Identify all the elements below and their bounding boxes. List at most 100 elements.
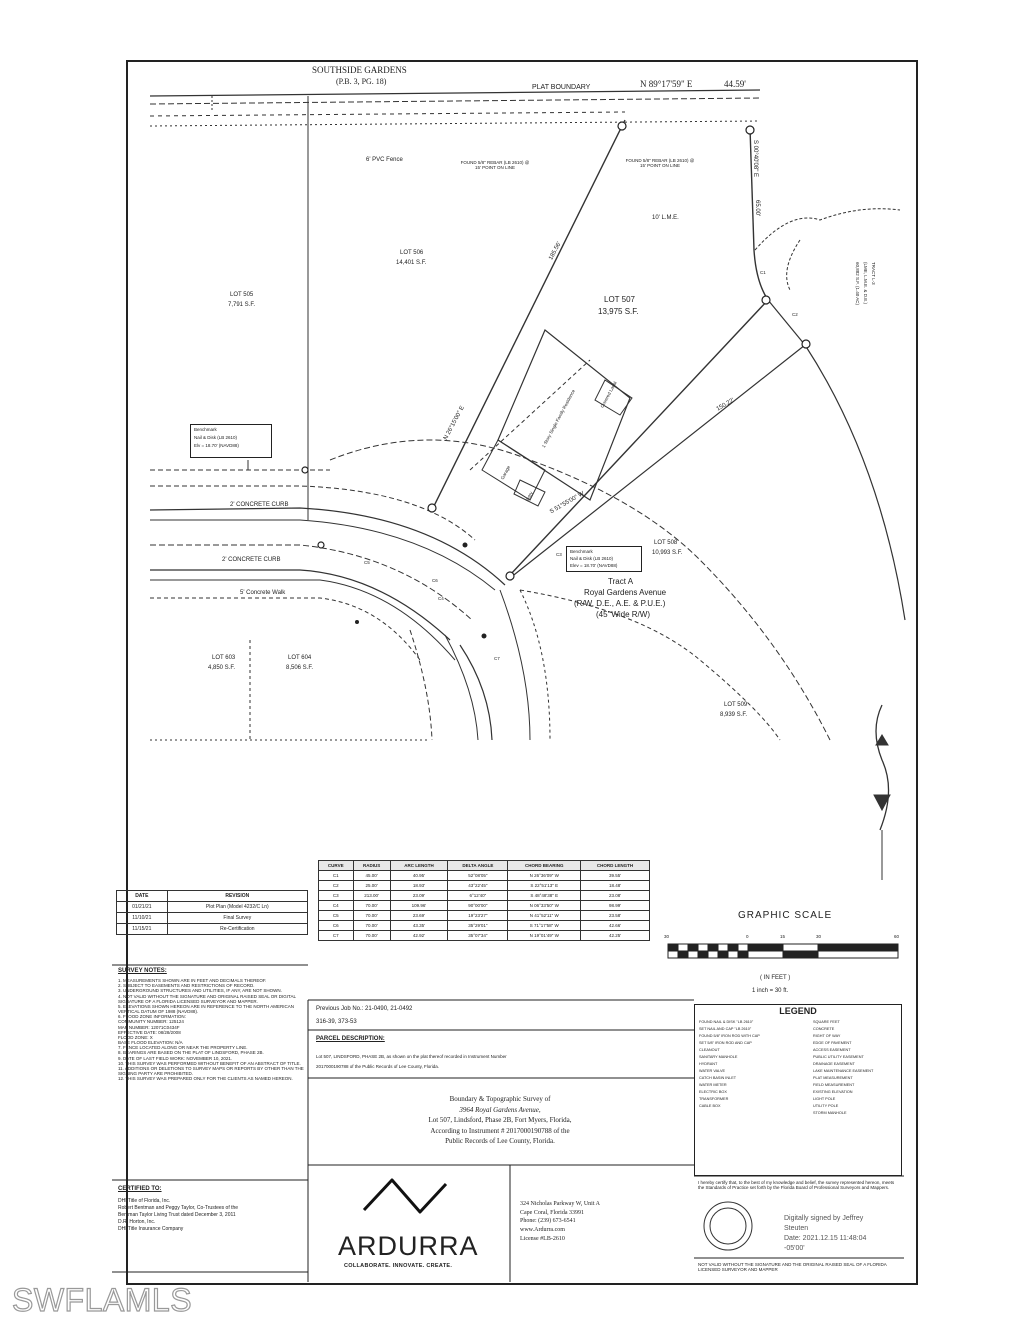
benchmark-2-elev: Elev = 18.70' (NAVD88)	[570, 563, 618, 568]
certified-party: D.R. Horton, Inc.	[118, 1219, 156, 1225]
digital-signature: Digitally signed by Jeffrey Steuten Date…	[784, 1214, 866, 1255]
table-cell: 70.00'	[352, 910, 391, 921]
survey-note: 2. SUBJECT TO EASEMENTS AND RESTRICTIONS…	[118, 983, 255, 989]
legend-item: CABLE BOX	[699, 1104, 721, 1108]
legend-item: EXISTING ELEVATION	[813, 1090, 853, 1094]
table-cell: 43.35'	[389, 920, 449, 931]
table-cell: 35°07'34"	[447, 930, 509, 941]
table-cell: S 48°48'38" E	[507, 890, 582, 901]
table-cell: 6°12'40"	[447, 890, 509, 901]
curve-label-c6: C6	[432, 578, 438, 583]
legend-title: LEGEND	[779, 1006, 817, 1016]
table-cell: N 26°36'09" W	[507, 870, 582, 881]
legend-item: RIGHT OF WAY	[813, 1034, 841, 1038]
survey-note: EFFECTIVE DATE: 08/28/2008	[118, 1029, 181, 1035]
table-cell: 98.99'	[580, 900, 650, 911]
lot-506-area: 14,401 S.F.	[396, 260, 427, 266]
subdivision-name: SOUTHSIDE GARDENS	[312, 65, 407, 75]
table-cell: 42.92'	[389, 930, 449, 941]
table-cell: 90°00'00"	[447, 900, 509, 911]
table-cell: C7	[318, 930, 354, 941]
table-cell: S 22°51'13" E	[507, 880, 582, 891]
scale-tick: 15	[780, 934, 786, 939]
scale-tick: 30	[664, 934, 670, 939]
table-cell: 11/10/21	[116, 912, 168, 924]
survey-sheet	[126, 60, 918, 1285]
legend-item: UTILITY POLE	[813, 1104, 839, 1108]
certified-party: DHI Title of Florida, Inc.	[118, 1198, 171, 1204]
company-phone: Phone: (239) 673-6541	[520, 1218, 576, 1225]
lot-505-label: LOT 505	[230, 292, 254, 298]
legend-item: SQUARE FEET	[813, 1020, 840, 1024]
survey-note: 5. ELEVATIONS SHOWN HEREON ARE IN REFERE…	[118, 1003, 295, 1015]
parcel-title: PARCEL DESCRIPTION:	[316, 1036, 385, 1042]
signature-line: Date: 2021.12.15 11:48:04	[784, 1235, 867, 1243]
table-cell: 23.09'	[389, 890, 449, 901]
title-line: Boundary & Topographic Survey of	[449, 1095, 551, 1103]
curve-table-header: DELTA ANGLE	[447, 860, 509, 871]
curve-table-header: CHORD BEARING	[507, 860, 582, 871]
curve-label-c2: C2	[792, 312, 798, 317]
curve-label-c1: C1	[760, 270, 766, 275]
legend-item: HYDRANT	[699, 1062, 718, 1066]
pvc-fence-label: 6' PVC Fence	[366, 157, 403, 163]
benchmark-1-elev: Elv = 18.70' (NAVD88)	[194, 443, 239, 448]
curve-label-c3: C3	[556, 552, 562, 557]
signature-line: -05'00'	[784, 1245, 805, 1253]
table-cell: 45.00'	[352, 870, 391, 881]
lot-603-label: LOT 603	[212, 655, 236, 661]
title-line: Public Records of Lee County, Florida.	[445, 1137, 555, 1145]
table-cell: C4	[318, 900, 354, 911]
legend-item: ACCESS EASEMENT	[813, 1048, 851, 1052]
company-address-block: 324 Nicholas Parkway W, Unit A Cape Cora…	[520, 1200, 600, 1243]
certified-party: Robert Bentman and Peggy Taylor, Co-Trus…	[118, 1205, 239, 1211]
lot-604-label: LOT 604	[288, 655, 312, 661]
legend-item: WATER VALVE	[699, 1069, 726, 1073]
legend-item: WATER METER	[699, 1083, 727, 1087]
benchmark-1-box: Benchmark Nail & Disk (LB 2610) Elv = 18…	[190, 424, 272, 458]
top-distance: 44.59'	[724, 79, 746, 89]
tract-a-label: Tract A	[608, 577, 634, 586]
survey-note: COMMUNITY NUMBER: 125124	[118, 1019, 184, 1025]
curve-table-header-row: CURVE RADIUS ARC LENGTH DELTA ANGLE CHOR…	[318, 860, 650, 871]
certified-title: CERTIFIED TO:	[118, 1186, 162, 1192]
title-line: 3964 Royal Gardens Avenue,	[459, 1105, 541, 1114]
legend-item: TRANSFORMER	[699, 1097, 729, 1101]
table-cell: 52°08'05"	[447, 870, 509, 881]
survey-note: 11. ADDITIONS OR DELETIONS TO SURVEY MAP…	[118, 1065, 304, 1077]
survey-note: BASE FLOOD ELEVATION: N/A	[118, 1040, 183, 1046]
scale-unit: ( IN FEET )	[760, 975, 791, 981]
legend-item: LAKE MAINTENANCE EASEMENT	[813, 1069, 874, 1073]
legend-item: FIELD MEASUREMENT	[813, 1083, 855, 1087]
table-cell: Plot Plan (Model 4232/C Ln)	[166, 901, 309, 913]
table-cell: 70.00'	[352, 930, 391, 941]
legend-item: FOUND NAIL & DISK "LB 2610"	[699, 1020, 754, 1024]
table-cell: 01/21/21	[116, 901, 168, 913]
plat-reference: (P.B. 3, PG. 18)	[336, 77, 387, 86]
certification-statement: I hereby certify that, to the best of my…	[698, 1180, 895, 1191]
table-cell: 42.25'	[580, 930, 650, 941]
curve-table-header: RADIUS	[352, 860, 391, 871]
graphic-scale-title: GRAPHIC SCALE	[738, 910, 833, 921]
table-cell: 18.93'	[389, 880, 449, 891]
table-cell: S 71°17'58" W	[507, 920, 582, 931]
table-cell: 19°23'27"	[447, 910, 509, 921]
revision-header: REVISION	[166, 890, 309, 902]
table-cell: 39.55'	[580, 870, 650, 881]
benchmark-2-text: Nail & Disk (LB 2610)	[570, 556, 614, 561]
job-number: 316-39, 373-53	[316, 1019, 357, 1025]
survey-note: 9. DATE OF LAST FIELD WORK: NOVEMBER 10,…	[118, 1055, 233, 1061]
survey-note: 12. THIS SURVEY WAS PREPARED ONLY FOR TH…	[118, 1076, 293, 1082]
signature-line: Digitally signed by Jeffrey	[784, 1215, 864, 1222]
table-cell: 23.08'	[580, 890, 650, 901]
table-cell: 70.00'	[352, 900, 391, 911]
table-cell: 42.66'	[580, 920, 650, 931]
curve-table: CURVE RADIUS ARC LENGTH DELTA ANGLE CHOR…	[318, 860, 650, 941]
lme-label: 10' L.M.E.	[652, 215, 679, 221]
table-cell: 40.95'	[389, 870, 449, 881]
table-cell: N 06°33'50" W	[507, 900, 582, 911]
